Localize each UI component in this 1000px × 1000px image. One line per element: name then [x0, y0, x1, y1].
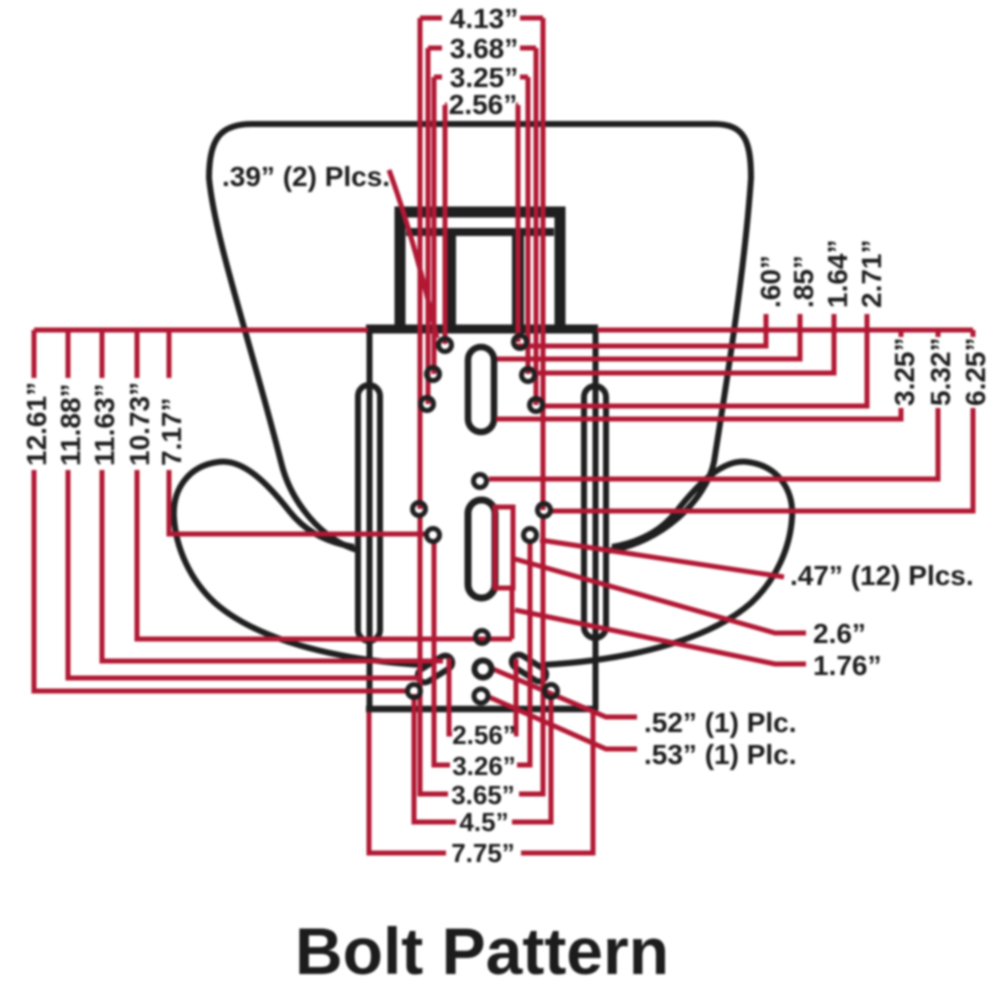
svg-text:4.13”: 4.13” [450, 3, 519, 34]
svg-text:5.32”: 5.32” [925, 338, 956, 407]
svg-text:2.56”: 2.56” [452, 720, 516, 750]
svg-text:3.25”: 3.25” [889, 338, 920, 407]
svg-text:3.65”: 3.65” [451, 780, 515, 810]
svg-text:.39” (2) Plcs.: .39” (2) Plcs. [222, 161, 390, 192]
svg-text:3.25”: 3.25” [450, 62, 519, 93]
svg-text:3.26”: 3.26” [452, 751, 516, 781]
svg-text:.47” (12) Plcs.: .47” (12) Plcs. [790, 560, 974, 591]
svg-text:11.88”: 11.88” [55, 383, 86, 466]
svg-text:11.63”: 11.63” [89, 383, 120, 466]
svg-text:1.76”: 1.76” [813, 650, 882, 681]
svg-text:.60”: .60” [755, 255, 786, 308]
svg-text:4.5”: 4.5” [459, 807, 508, 837]
svg-text:Bolt Pattern: Bolt Pattern [295, 914, 669, 988]
svg-text:1.64”: 1.64” [822, 240, 853, 309]
svg-text:2.71”: 2.71” [856, 240, 887, 309]
svg-text:.53” (1) Plc.: .53” (1) Plc. [644, 739, 797, 770]
svg-text:7.17”: 7.17” [156, 398, 187, 467]
svg-text:6.25”: 6.25” [960, 338, 991, 407]
svg-text:.85”: .85” [788, 255, 819, 308]
svg-text:12.61”: 12.61” [21, 382, 52, 466]
svg-text:2.6”: 2.6” [813, 618, 866, 649]
svg-text:10.73”: 10.73” [124, 382, 155, 466]
svg-text:7.75”: 7.75” [451, 838, 515, 868]
svg-text:.52” (1) Plc.: .52” (1) Plc. [644, 707, 797, 738]
svg-text:3.68”: 3.68” [450, 33, 519, 64]
svg-text:2.56”: 2.56” [449, 89, 518, 120]
